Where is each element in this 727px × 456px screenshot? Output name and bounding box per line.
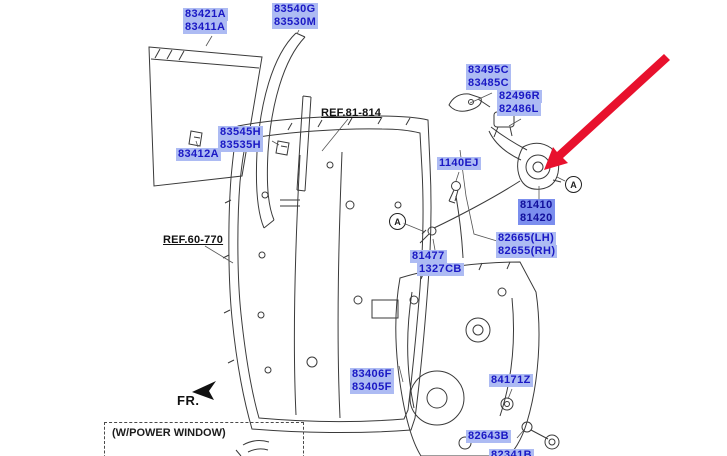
part-number: 1327CB — [417, 263, 464, 276]
part-number: 83411A — [183, 21, 228, 34]
power-window-note: (W/POWER WINDOW) — [112, 427, 226, 439]
part-label-glass[interactable]: 83421A 83411A — [183, 8, 228, 34]
part-number: 81410 — [518, 199, 555, 212]
fr-direction-label: FR. — [177, 393, 200, 408]
part-number: 81420 — [518, 212, 555, 225]
part-label-crank[interactable]: 82643B — [466, 430, 511, 443]
part-label-glass-clip[interactable]: 83412A — [176, 148, 221, 161]
power-window-part-drawing — [235, 440, 270, 456]
part-number: 83421A — [183, 8, 228, 21]
part-number: 83495C — [466, 64, 511, 77]
part-label-screw[interactable]: 1140EJ — [437, 157, 481, 170]
part-label-grommet[interactable]: 84171Z — [489, 374, 533, 387]
door-panel-drawing — [222, 115, 432, 434]
part-label-channel-clip[interactable]: 83545H 83535H — [218, 126, 263, 152]
part-number: 83545H — [218, 126, 263, 139]
part-label-glass-run[interactable]: 83540G 83530M — [272, 3, 319, 29]
part-number: 83412A — [176, 148, 221, 161]
ref-label-81-814[interactable]: REF.81-814 — [321, 107, 382, 119]
part-number: 82643B — [466, 430, 511, 443]
part-label-module-panel[interactable]: 83406F 83405F — [350, 368, 394, 394]
part-label-rod[interactable]: 81477 1327CB — [410, 250, 464, 276]
leader-lines — [195, 29, 566, 439]
part-number: 82341B — [489, 449, 534, 456]
part-number: 83540G — [272, 3, 318, 16]
window-glass-drawing — [148, 46, 263, 187]
part-label-latch[interactable]: 81410 81420 — [518, 199, 555, 225]
callout-a-circle: A — [389, 213, 406, 230]
part-label-partial[interactable]: 82341B — [489, 449, 534, 456]
module-panel-drawing — [395, 261, 540, 456]
power-window-section-box — [104, 422, 304, 456]
grommet-drawing — [500, 397, 514, 411]
glass-run-drawing — [255, 32, 312, 229]
part-number: 84171Z — [489, 374, 533, 387]
callout-letter: A — [570, 179, 577, 190]
part-number: 82665(LH) — [496, 232, 557, 245]
part-label-handle-base[interactable]: 82665(LH) 82655(RH) — [496, 232, 558, 258]
callout-a-circle: A — [565, 176, 582, 193]
part-number: 82496R — [497, 90, 542, 103]
part-number: 82655(RH) — [496, 245, 558, 258]
part-number: 81477 — [410, 250, 447, 263]
part-label-actuator[interactable]: 82496R 82486L — [497, 90, 542, 116]
red-pointer-arrow — [544, 54, 670, 170]
crank-drawing — [521, 421, 560, 450]
part-label-handle-bracket[interactable]: 83495C 83485C — [466, 64, 511, 90]
part-number: 82486L — [497, 103, 541, 116]
part-number: 83535H — [218, 139, 263, 152]
part-number: 83406F — [350, 368, 394, 381]
part-number: 83485C — [466, 77, 511, 90]
screw-drawing — [448, 181, 461, 204]
part-number: 83405F — [350, 381, 394, 394]
handle-bracket-drawing — [448, 93, 491, 112]
channel-clip-drawing — [188, 130, 290, 156]
callout-letter: A — [394, 216, 401, 227]
part-number: 1140EJ — [437, 157, 481, 170]
part-number: 83530M — [272, 16, 319, 29]
fr-arrow-icon — [192, 381, 216, 400]
ref-label-60-770[interactable]: REF.60-770 — [163, 234, 224, 246]
